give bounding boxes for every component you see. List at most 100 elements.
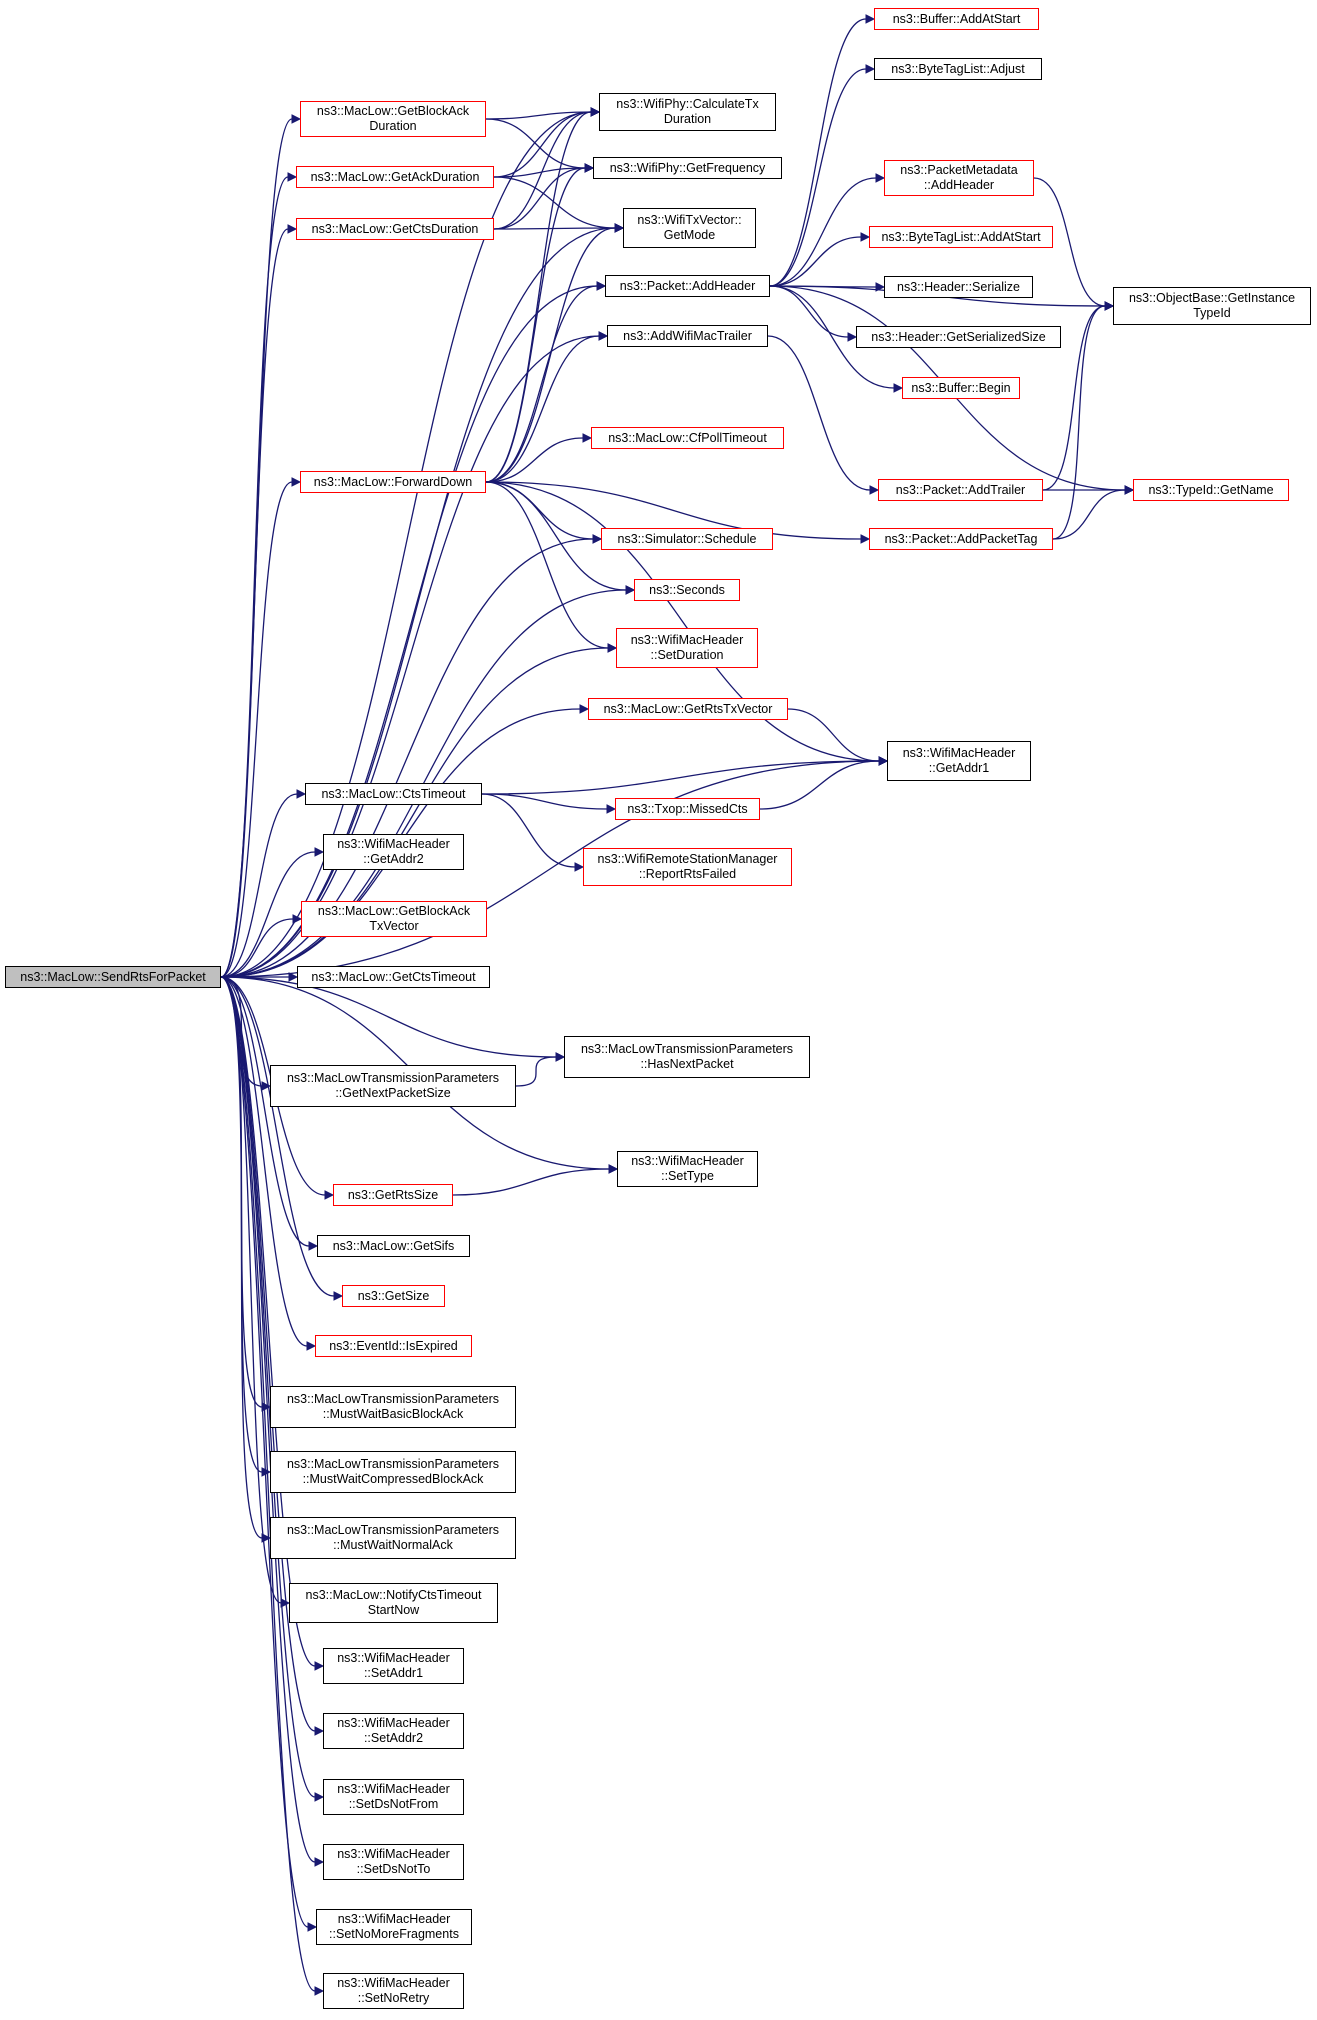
node-label: ns3::ObjectBase::GetInstance bbox=[1128, 291, 1296, 305]
node-must-wait-basic[interactable]: ns3::MacLowTransmissionParameters::MustW… bbox=[270, 1386, 516, 1428]
edge-addPacketTag-to-getInstanceTypeId bbox=[1052, 305, 1106, 540]
node-root[interactable]: ns3::MacLow::SendRtsForPacket bbox=[5, 966, 221, 988]
node-label: ::MustWaitBasicBlockAck bbox=[322, 1407, 464, 1421]
node-cts-timeout[interactable]: ns3::MacLow::CtsTimeout bbox=[305, 783, 482, 805]
node-label: ns3::MacLowTransmissionParameters bbox=[286, 1457, 500, 1471]
node-label: ::SetDsNotFrom bbox=[348, 1797, 439, 1811]
edge-arrowhead bbox=[296, 789, 307, 799]
node-label: ns3::Txop::MissedCts bbox=[627, 801, 748, 816]
node-label: Duration bbox=[369, 119, 417, 133]
node-btl-adjust[interactable]: ns3::ByteTagList::Adjust bbox=[874, 58, 1042, 80]
node-has-next-packet[interactable]: ns3::MacLowTransmissionParameters::HasNe… bbox=[564, 1036, 810, 1078]
node-get-cts-duration[interactable]: ns3::MacLow::GetCtsDuration bbox=[296, 218, 494, 240]
node-label: ns3::WifiPhy::GetFrequency bbox=[609, 160, 766, 175]
node-label: ns3::MacLow::GetRtsTxVector bbox=[603, 701, 773, 716]
node-must-wait-normal[interactable]: ns3::MacLowTransmissionParameters::MustW… bbox=[270, 1517, 516, 1559]
node-label: ::HasNextPacket bbox=[640, 1057, 734, 1071]
edge-arrowhead bbox=[590, 107, 601, 117]
edge-arrowhead bbox=[592, 534, 603, 544]
edge-root-to-setDsNotFrom bbox=[220, 976, 316, 1798]
node-label: ns3::WifiMacHeader bbox=[902, 746, 1016, 760]
node-get-ack-duration[interactable]: ns3::MacLow::GetAckDuration bbox=[296, 166, 494, 188]
node-add-wifi-mac-trailer[interactable]: ns3::AddWifiMacTrailer bbox=[607, 325, 768, 347]
edge-arrowhead bbox=[314, 1661, 325, 1671]
edge-root-to-schedule bbox=[220, 538, 594, 978]
node-label: ::SetType bbox=[661, 1169, 714, 1183]
edge-arrowhead bbox=[614, 223, 625, 233]
node-schedule[interactable]: ns3::Simulator::Schedule bbox=[601, 528, 773, 550]
node-label: ::GetAddr2 bbox=[363, 852, 424, 866]
node-set-duration[interactable]: ns3::WifiMacHeader::SetDuration bbox=[616, 628, 758, 668]
edge-ctsTimeout-to-reportRtsFailed bbox=[481, 793, 576, 868]
node-pm-add-header[interactable]: ns3::PacketMetadata::AddHeader bbox=[884, 160, 1034, 196]
node-label: ns3::MacLow::GetBlockAck bbox=[316, 104, 470, 118]
node-set-addr2[interactable]: ns3::WifiMacHeader::SetAddr2 bbox=[323, 1713, 464, 1749]
node-set-ds-not-from[interactable]: ns3::WifiMacHeader::SetDsNotFrom bbox=[323, 1779, 464, 1815]
node-label: ns3::GetRtsSize bbox=[347, 1187, 439, 1202]
node-get-size[interactable]: ns3::GetSize bbox=[342, 1285, 445, 1307]
node-label: ns3::Packet::AddPacketTag bbox=[884, 531, 1038, 546]
edge-getRtsTxVector-to-getAddr1 bbox=[787, 708, 880, 762]
edge-arrowhead bbox=[847, 332, 858, 342]
edge-root-to-addHeader bbox=[220, 285, 598, 978]
node-label: ns3::WifiMacHeader bbox=[337, 837, 450, 851]
node-label: ns3::PacketMetadata bbox=[900, 163, 1018, 177]
node-report-rts-failed[interactable]: ns3::WifiRemoteStationManager::ReportRts… bbox=[583, 848, 792, 886]
node-forward-down[interactable]: ns3::MacLow::ForwardDown bbox=[300, 471, 486, 493]
node-label: Duration bbox=[663, 112, 712, 126]
edge-addHeader-to-pmAddHeader bbox=[769, 177, 877, 287]
node-seconds[interactable]: ns3::Seconds bbox=[634, 579, 740, 601]
edge-root-to-setNoMoreFragments bbox=[220, 976, 309, 1928]
edge-forwardDown-to-seconds bbox=[485, 481, 627, 591]
edge-arrowhead bbox=[582, 433, 593, 443]
node-get-rts-tx-vector[interactable]: ns3::MacLow::GetRtsTxVector bbox=[588, 698, 788, 720]
node-label: ::SetAddr2 bbox=[363, 1731, 424, 1745]
node-set-type[interactable]: ns3::WifiMacHeader::SetType bbox=[617, 1151, 758, 1187]
edge-root-to-setAddr2 bbox=[220, 976, 316, 1732]
edge-addHeader-to-btlAddAtStart bbox=[769, 236, 862, 287]
edge-arrowhead bbox=[625, 585, 636, 595]
node-cf-poll-timeout[interactable]: ns3::MacLow::CfPollTimeout bbox=[591, 427, 784, 449]
node-get-frequency[interactable]: ns3::WifiPhy::GetFrequency bbox=[593, 157, 782, 179]
node-get-mode[interactable]: ns3::WifiTxVector::GetMode bbox=[623, 208, 756, 248]
node-type-id-get-name[interactable]: ns3::TypeId::GetName bbox=[1133, 479, 1289, 501]
node-get-cts-timeout[interactable]: ns3::MacLow::GetCtsTimeout bbox=[297, 966, 490, 988]
node-buf-add-at-start[interactable]: ns3::Buffer::AddAtStart bbox=[874, 8, 1039, 30]
node-set-ds-not-to[interactable]: ns3::WifiMacHeader::SetDsNotTo bbox=[323, 1844, 464, 1880]
node-add-header[interactable]: ns3::Packet::AddHeader bbox=[605, 275, 770, 297]
node-get-addr2[interactable]: ns3::WifiMacHeader::GetAddr2 bbox=[323, 834, 464, 870]
node-set-addr1[interactable]: ns3::WifiMacHeader::SetAddr1 bbox=[323, 1648, 464, 1684]
node-label: ns3::ByteTagList::Adjust bbox=[891, 61, 1025, 76]
node-missed-cts[interactable]: ns3::Txop::MissedCts bbox=[615, 798, 760, 820]
edge-forwardDown-to-setDuration bbox=[485, 481, 609, 649]
node-set-no-more-fragments[interactable]: ns3::WifiMacHeader::SetNoMoreFragments bbox=[316, 1909, 472, 1945]
edge-arrowhead bbox=[333, 1291, 344, 1301]
node-is-expired[interactable]: ns3::EventId::IsExpired bbox=[315, 1335, 472, 1357]
edge-addHeader-to-hdrSerializedSize bbox=[769, 285, 849, 338]
node-hdr-serialize[interactable]: ns3::Header::Serialize bbox=[884, 276, 1033, 298]
node-hdr-serialized-size[interactable]: ns3::Header::GetSerializedSize bbox=[856, 326, 1061, 348]
node-label: GetMode bbox=[663, 228, 716, 242]
edge-getBlockAckDuration-to-calcTxDuration bbox=[485, 111, 592, 120]
node-add-trailer[interactable]: ns3::Packet::AddTrailer bbox=[878, 479, 1043, 501]
node-label: ns3::Header::Serialize bbox=[897, 279, 1020, 294]
node-btl-add-at-start[interactable]: ns3::ByteTagList::AddAtStart bbox=[869, 226, 1053, 248]
node-add-packet-tag[interactable]: ns3::Packet::AddPacketTag bbox=[869, 528, 1053, 550]
node-label: ns3::GetSize bbox=[357, 1288, 430, 1303]
edge-getCtsDuration-to-getMode bbox=[493, 227, 616, 230]
node-get-rts-size[interactable]: ns3::GetRtsSize bbox=[333, 1184, 453, 1206]
node-buf-begin[interactable]: ns3::Buffer::Begin bbox=[902, 377, 1020, 399]
edge-getCtsDuration-to-calcTxDuration bbox=[493, 111, 592, 230]
node-label: ::SetAddr1 bbox=[363, 1666, 424, 1680]
node-get-addr1[interactable]: ns3::WifiMacHeader::GetAddr1 bbox=[887, 741, 1031, 781]
node-must-wait-compressed[interactable]: ns3::MacLowTransmissionParameters::MustW… bbox=[270, 1451, 516, 1493]
node-set-no-retry[interactable]: ns3::WifiMacHeader::SetNoRetry bbox=[323, 1973, 464, 2009]
node-get-sifs[interactable]: ns3::MacLow::GetSifs bbox=[317, 1235, 470, 1257]
node-get-next-packet-size[interactable]: ns3::MacLowTransmissionParameters::GetNe… bbox=[270, 1065, 516, 1107]
node-label: ns3::WifiMacHeader bbox=[337, 1651, 450, 1665]
